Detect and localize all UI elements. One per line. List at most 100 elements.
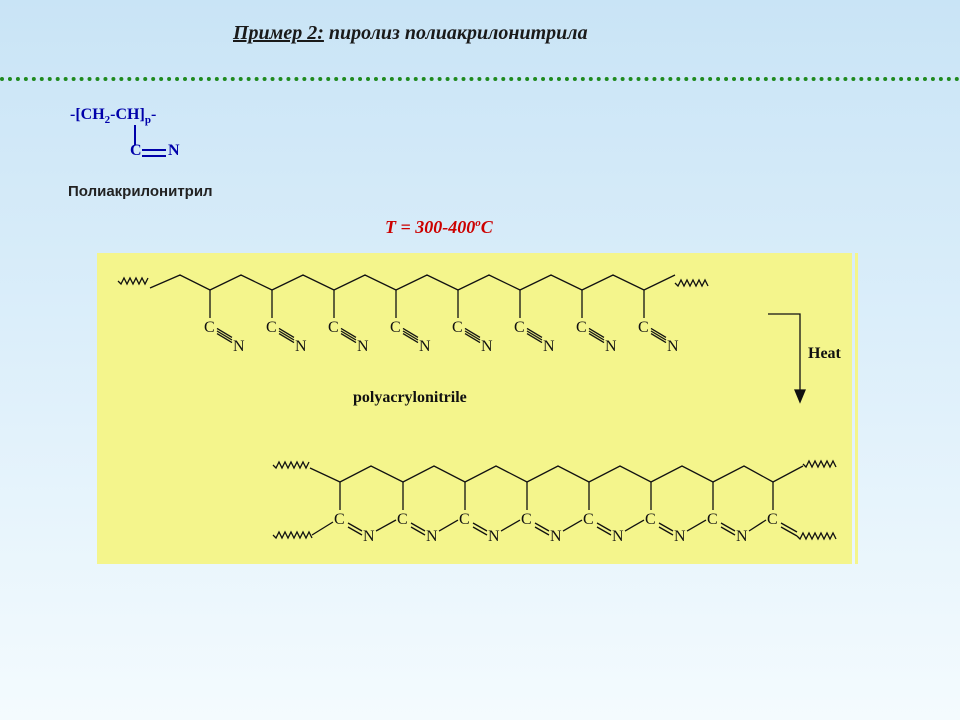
nitrogen-atom: N <box>426 528 438 545</box>
nitrile-triple-bond <box>588 327 605 338</box>
panel-edge-stripe <box>855 253 858 564</box>
degree-sign: o <box>475 217 481 229</box>
nitrile-triple-bond <box>650 330 667 341</box>
nitrogen-atom: N <box>357 338 369 355</box>
polyacrylonitrile-chain <box>117 274 709 344</box>
chain-end-wavy <box>674 278 709 288</box>
nitrile-triple-bond <box>402 333 419 344</box>
chain-end-wavy <box>796 531 837 541</box>
ring-bond <box>624 519 645 532</box>
nitrile-triple-bond <box>216 333 233 344</box>
nitrogen-atom: N <box>612 528 624 545</box>
panel-edge-stripe <box>850 253 852 564</box>
cn-double-bond <box>780 526 798 537</box>
chain-end-wavy <box>802 459 837 469</box>
nitrogen-atom: N <box>550 528 562 545</box>
nitrile-triple-bond <box>340 327 357 338</box>
formula-sub-2: 2 <box>104 114 111 127</box>
cn-double-bond <box>347 526 363 536</box>
nitrile-triple-bond <box>588 333 605 344</box>
heat-arrow <box>768 313 806 404</box>
ring-bond <box>500 519 521 532</box>
cn-double-bond <box>472 526 488 536</box>
nitrile-triple-bond <box>464 327 481 338</box>
ring-bond <box>686 519 707 532</box>
formula-repeat-unit: -[CH2-CH]p- <box>70 106 156 126</box>
carbon-atom: C <box>390 319 401 336</box>
formula-sub-p: p <box>144 114 151 127</box>
cn-double-bond <box>596 522 612 532</box>
formula-tail: - <box>150 106 157 123</box>
carbon-atom: C <box>583 511 594 528</box>
backbone-zigzag <box>309 465 804 483</box>
temperature-value: T = 300-400 <box>385 217 476 237</box>
carbon-atom: C <box>266 319 277 336</box>
ring-bond <box>562 519 583 532</box>
nitrogen-atom: N <box>667 338 679 355</box>
chain-end-wavy <box>272 460 310 470</box>
ring-bond <box>311 521 334 536</box>
carbon-atom: C <box>576 319 587 336</box>
heat-label: Heat <box>808 345 842 362</box>
nitrile-triple-bond <box>340 330 357 341</box>
cn-double-bond <box>780 522 798 533</box>
nitrile-triple-bond <box>278 330 295 341</box>
ring-bond <box>748 519 767 532</box>
chain-end-wavy <box>272 530 313 540</box>
nitrile-triple-bond <box>526 330 543 341</box>
carbon-atom: C <box>638 319 649 336</box>
carbon-atom: C <box>334 511 345 528</box>
cn-double-bond <box>720 522 736 532</box>
carbon-atom: C <box>707 511 718 528</box>
reaction-scheme-panel <box>97 253 850 564</box>
cn-double-bond <box>410 522 426 532</box>
nitrile-triple-bond <box>650 333 667 344</box>
nitrogen-atom: N <box>674 528 686 545</box>
title-text: пиролиз полиакрилонитрила <box>323 22 588 44</box>
nitrile-triple-bond <box>526 327 543 338</box>
carbon-atom: C <box>204 319 215 336</box>
formula-nitrile-n: N <box>168 142 180 159</box>
nitrile-triple-bond <box>464 330 481 341</box>
carbon-atom: C <box>459 511 470 528</box>
carbon-atom: C <box>645 511 656 528</box>
backbone-zigzag <box>149 274 676 291</box>
cn-double-bond <box>534 526 550 536</box>
nitrogen-atom: N <box>605 338 617 355</box>
nitrile-triple-bond <box>402 327 419 338</box>
formula-triple-bond <box>142 149 166 157</box>
nitrogen-atom: N <box>543 338 555 355</box>
title-prefix: Пример 2: <box>233 22 324 44</box>
formula-nitrile-c: C <box>130 142 142 159</box>
nitrile-triple-bond <box>588 330 605 341</box>
dotted-divider <box>0 77 960 81</box>
nitrile-triple-bond <box>340 333 357 344</box>
nitrile-triple-bond <box>526 333 543 344</box>
nitrogen-atom: N <box>419 338 431 355</box>
nitrile-triple-bond <box>650 327 667 338</box>
nitrogen-atom: N <box>233 338 245 355</box>
nitrogen-atom: N <box>481 338 493 355</box>
nitrile-triple-bond <box>216 327 233 338</box>
nitrile-triple-bond <box>216 330 233 341</box>
temperature-condition: T = 300-400oC <box>385 217 493 238</box>
nitrogen-atom: N <box>736 528 748 545</box>
nitrogen-atom: N <box>295 338 307 355</box>
nitrogen-atom: N <box>363 528 375 545</box>
formula-vertical-bond <box>134 125 136 145</box>
pan-structural-formula: -[CH2-CH]p- C N <box>70 106 210 166</box>
carbon-atom: C <box>397 511 408 528</box>
nitrile-triple-bond <box>278 333 295 344</box>
cn-double-bond <box>410 526 426 536</box>
nitrile-triple-bond <box>278 327 295 338</box>
cn-double-bond <box>658 522 674 532</box>
cn-double-bond <box>720 526 736 536</box>
cn-double-bond <box>658 526 674 536</box>
chain-end-wavy <box>117 276 149 286</box>
nitrile-triple-bond <box>402 330 419 341</box>
temperature-unit: C <box>480 217 493 237</box>
ring-bond <box>375 519 397 532</box>
carbon-atom: C <box>521 511 532 528</box>
